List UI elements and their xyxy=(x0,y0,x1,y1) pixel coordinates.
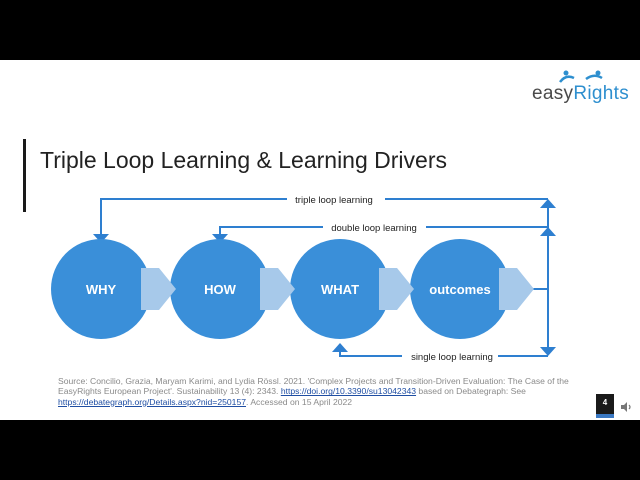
triple-loop-line xyxy=(93,198,548,243)
svg-text:HOW: HOW xyxy=(204,282,237,297)
triple-loop-label: triple loop learning xyxy=(295,195,373,206)
source-citation: Source: Concilio, Grazia, Maryam Karimi,… xyxy=(58,376,569,407)
svg-text:WHAT: WHAT xyxy=(321,282,359,297)
learning-loop-diagram: triple loop learning double loop learnin… xyxy=(51,191,556,364)
speaker-icon[interactable] xyxy=(620,401,632,413)
doi-link[interactable]: https://doi.org/10.3390/su13042343 xyxy=(280,386,417,397)
logo-text: easyRights xyxy=(532,83,629,104)
easyrights-logo: easyRights xyxy=(532,66,632,106)
chevron-what-outcomes xyxy=(379,268,414,310)
node-what: WHAT xyxy=(290,239,390,339)
node-outcomes: outcomes xyxy=(410,239,510,339)
debategraph-link[interactable]: https://debategraph.org/Details.aspx?nid… xyxy=(58,396,247,407)
title-accent-bar xyxy=(23,139,26,212)
chevron-how-what xyxy=(260,268,295,310)
double-loop-label: double loop learning xyxy=(331,223,417,234)
node-how: HOW xyxy=(170,239,270,339)
single-loop-label: single loop learning xyxy=(411,352,493,363)
page-number-underline xyxy=(596,414,614,418)
outcomes-output-line xyxy=(533,199,556,356)
page-number: 4 xyxy=(596,394,614,414)
chevron-outcomes-out xyxy=(499,268,534,310)
double-loop-line xyxy=(212,226,548,243)
node-why: WHY xyxy=(51,239,151,339)
slide: easyRights Triple Loop Learning & Learni… xyxy=(0,60,640,420)
people-icon xyxy=(559,70,603,83)
chevron-why-how xyxy=(141,268,176,310)
svg-text:WHY: WHY xyxy=(86,282,117,297)
slide-title: Triple Loop Learning & Learning Drivers xyxy=(40,147,447,173)
svg-text:outcomes: outcomes xyxy=(429,282,490,297)
